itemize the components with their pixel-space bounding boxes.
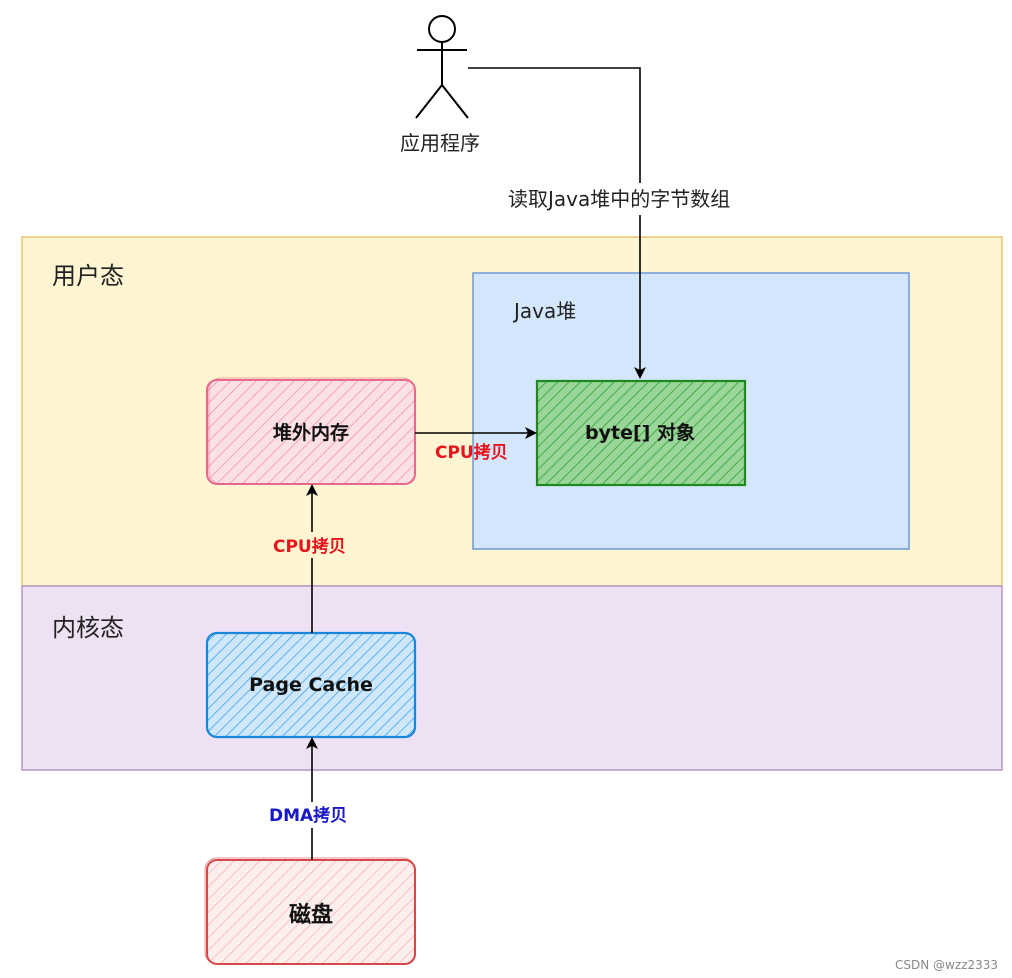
byte-array-object-label: byte[] 对象 bbox=[585, 421, 695, 444]
user-space-label: 用户态 bbox=[52, 262, 124, 290]
java-heap-label: Java堆 bbox=[512, 299, 576, 323]
read-edge bbox=[468, 67, 646, 379]
cpu-copy-label-vertical: CPU拷贝 bbox=[273, 536, 346, 557]
dma-copy-label: DMA拷贝 bbox=[269, 805, 347, 826]
offheap-memory-label: 堆外内存 bbox=[273, 421, 349, 444]
kernel-space-zone bbox=[21, 585, 1003, 771]
dma-copy-label-bg bbox=[266, 802, 360, 828]
disk-label: 磁盘 bbox=[289, 902, 333, 928]
actor-label: 应用程序 bbox=[400, 131, 480, 155]
cpu-copy-label-horizontal: CPU拷贝 bbox=[435, 442, 508, 463]
page-cache-label: Page Cache bbox=[249, 674, 373, 696]
application-actor-icon bbox=[415, 15, 469, 119]
watermark: CSDN @wzz2333 bbox=[895, 958, 998, 972]
cpu-copy-label-bg bbox=[270, 532, 356, 558]
byte-array-object-box[interactable]: byte[] 对象 bbox=[535, 379, 747, 487]
page-cache-box[interactable]: Page Cache bbox=[205, 631, 417, 739]
read-label-bg bbox=[505, 183, 777, 215]
read-edge-label: 读取Java堆中的字节数组 bbox=[508, 187, 730, 211]
disk-box[interactable]: 磁盘 bbox=[204, 857, 416, 965]
offheap-memory-box[interactable]: 堆外内存 bbox=[206, 377, 416, 485]
kernel-space-label: 内核态 bbox=[52, 614, 124, 642]
